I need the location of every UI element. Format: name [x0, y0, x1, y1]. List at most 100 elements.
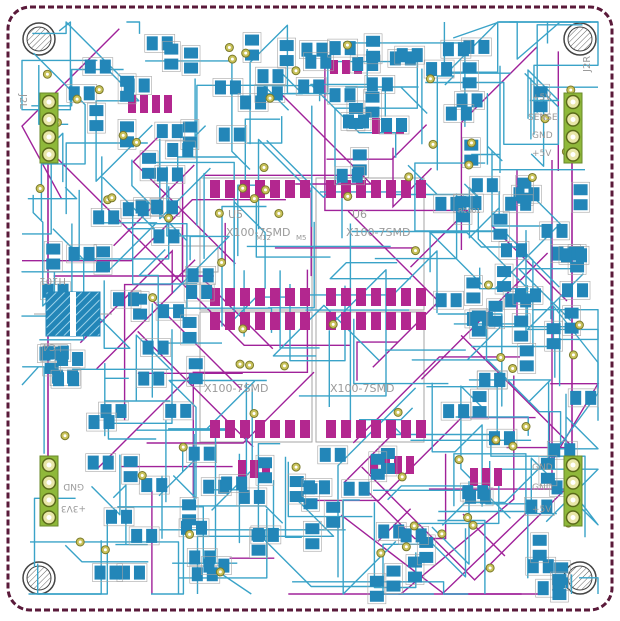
- ic-pad: [225, 312, 235, 330]
- ic-pad: [416, 180, 426, 198]
- smd-outline: [486, 428, 518, 448]
- via-drill: [407, 175, 411, 179]
- smd-pad: [366, 77, 378, 92]
- smd-pad: [46, 243, 61, 255]
- ic-pad: [406, 456, 414, 474]
- smd-pad: [497, 281, 512, 293]
- via-drill: [252, 197, 256, 201]
- smd-pad: [381, 118, 393, 133]
- ic-pad: [225, 420, 235, 438]
- smd-pad: [560, 248, 572, 263]
- smd-pad: [279, 40, 294, 52]
- smd-outline: [464, 275, 483, 306]
- connector-pin-hole: [570, 134, 576, 140]
- smd-part: [303, 52, 334, 72]
- via-drill: [440, 532, 444, 536]
- smd-part: [218, 474, 250, 493]
- smd-pad: [389, 51, 401, 66]
- ic-pad: [240, 312, 250, 330]
- smd-pad: [318, 480, 330, 495]
- smd-outline: [303, 520, 322, 552]
- connector-body: [563, 92, 583, 164]
- via-drill: [218, 570, 222, 574]
- via-drill: [524, 425, 528, 429]
- smd-pad: [562, 283, 574, 298]
- smd-pad: [517, 177, 532, 189]
- ic-pad: [285, 288, 295, 306]
- smd-outline: [130, 291, 150, 322]
- trace-top: [287, 461, 373, 518]
- via-drill: [140, 474, 144, 478]
- smd-outline: [443, 104, 475, 123]
- smd-part: [367, 573, 387, 605]
- trace-top: [497, 21, 591, 44]
- smd-outline: [86, 412, 117, 432]
- smd-part: [512, 286, 544, 305]
- label-j2-right-pin4: +5V: [532, 149, 552, 159]
- smd-pad: [369, 590, 384, 602]
- smd-outline: [491, 211, 510, 242]
- ic-pad: [240, 420, 250, 438]
- trace-top: [32, 21, 122, 78]
- trace-top: [27, 186, 78, 200]
- smd-outline: [120, 199, 152, 219]
- smd-part: [117, 119, 137, 150]
- ic-pad: [210, 420, 220, 438]
- label-h101: H101: [39, 275, 66, 286]
- smd-pad: [358, 114, 370, 129]
- smd-outline: [363, 33, 383, 65]
- ic-pad: [371, 180, 381, 198]
- smd-pad: [378, 524, 390, 539]
- smd-outline: [460, 59, 479, 91]
- ic-pad: [341, 312, 351, 330]
- trace-top: [247, 116, 283, 144]
- via-drill: [262, 166, 266, 170]
- smd-pad: [329, 88, 341, 103]
- smd-part: [117, 73, 137, 105]
- ic-pad: [482, 468, 490, 486]
- smd-outline: [255, 66, 286, 86]
- smd-pad: [257, 472, 272, 484]
- smd-pad: [472, 406, 487, 418]
- smd-pad: [415, 528, 427, 543]
- trace-top: [388, 164, 469, 196]
- via-drill: [238, 362, 242, 366]
- trace-top: [279, 270, 320, 349]
- trace-top: [425, 72, 560, 145]
- smd-pad: [515, 243, 527, 258]
- label-m5: M5: [296, 234, 307, 242]
- via-drill: [282, 364, 286, 368]
- smd-pad: [462, 77, 477, 89]
- smd-pad: [472, 391, 487, 403]
- smd-pad: [182, 142, 194, 157]
- connector-pin-hole: [570, 462, 576, 468]
- connector-j1-left: [39, 455, 59, 527]
- smd-pad: [72, 351, 84, 366]
- smd-pad: [218, 558, 230, 573]
- trace-top: [436, 75, 455, 171]
- ic-pad: [250, 460, 258, 478]
- smd-pad: [89, 105, 104, 117]
- ic-pad: [330, 60, 338, 74]
- smd-pad: [305, 538, 320, 550]
- ic-pad: [285, 420, 295, 438]
- smd-pad: [552, 589, 567, 601]
- ic-pad: [300, 420, 310, 438]
- ic-pad: [262, 460, 270, 478]
- smd-pad: [171, 167, 183, 182]
- smd-part: [433, 290, 464, 310]
- smd-part: [502, 194, 534, 214]
- smd-outline: [161, 41, 181, 72]
- trace-top: [471, 65, 501, 173]
- smd-outline: [459, 482, 491, 502]
- smd-part: [130, 291, 150, 322]
- smd-outline: [87, 102, 106, 134]
- smd-outline: [92, 563, 123, 582]
- smd-outline: [394, 45, 426, 65]
- smd-outline: [317, 445, 349, 465]
- smd-outline: [550, 571, 569, 603]
- trace-top: [437, 519, 486, 594]
- smd-pad: [168, 229, 180, 244]
- smd-pad: [316, 42, 328, 57]
- smd-pad: [120, 75, 135, 87]
